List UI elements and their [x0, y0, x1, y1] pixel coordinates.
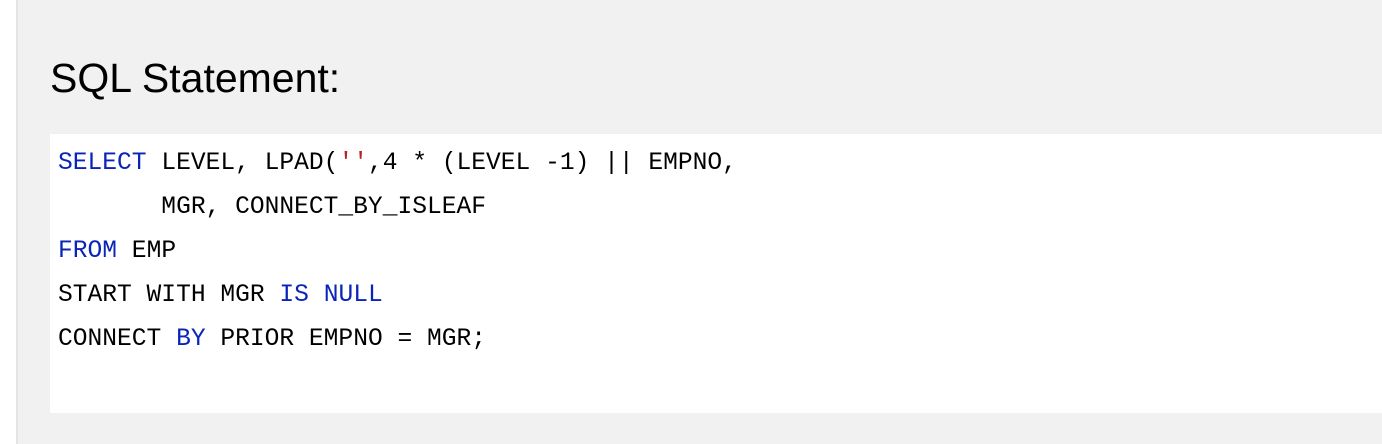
code-line-2: MGR, CONNECT_BY_ISLEAF — [58, 186, 1382, 230]
code-line-4: START WITH MGR IS NULL — [58, 274, 1382, 318]
section-heading: SQL Statement: — [50, 55, 341, 101]
keyword-by: BY — [176, 326, 206, 353]
keyword-from: FROM — [58, 238, 118, 265]
code-text: MGR, CONNECT_BY_ISLEAF — [58, 194, 487, 221]
code-text: LEVEL, LPAD( — [146, 150, 339, 177]
code-text: EMP — [117, 238, 177, 265]
code-text: CONNECT — [58, 326, 177, 353]
keyword-is: IS — [279, 282, 309, 309]
code-text: PRIOR EMPNO = MGR; — [205, 326, 487, 353]
code-line-5: CONNECT BY PRIOR EMPNO = MGR; — [58, 318, 1382, 362]
code-line-1: SELECT LEVEL, LPAD('',4 * (LEVEL -1) || … — [58, 142, 1382, 186]
code-line-3: FROM EMP — [58, 230, 1382, 274]
sql-code-block: SELECT LEVEL, LPAD('',4 * (LEVEL -1) || … — [50, 134, 1382, 413]
string-literal: '' — [338, 150, 368, 177]
code-text: ,4 * (LEVEL -1) || EMPNO, — [367, 150, 737, 177]
keyword-select: SELECT — [58, 150, 147, 177]
keyword-null: NULL — [323, 282, 383, 309]
example-panel: SQL Statement: SELECT LEVEL, LPAD('',4 *… — [16, 0, 1382, 444]
code-space — [309, 282, 324, 309]
code-text: START WITH MGR — [58, 282, 280, 309]
